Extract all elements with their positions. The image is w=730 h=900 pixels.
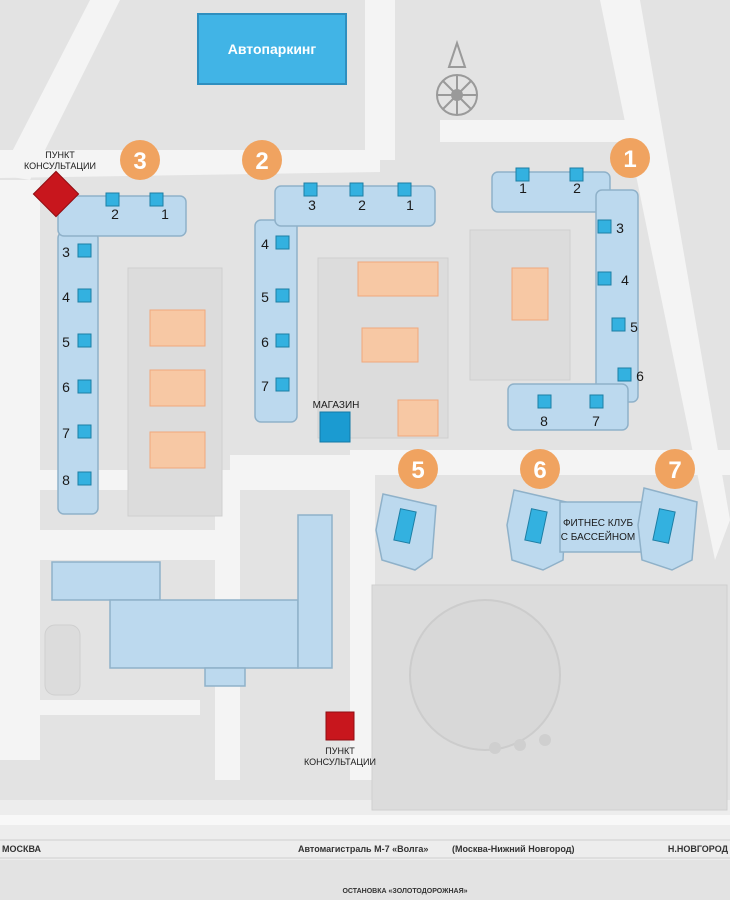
highway (0, 839, 730, 859)
section-2-entrance-label: 7 (261, 378, 269, 394)
bus-stop-label: ОСТАНОВКА «ЗОЛОТОДОРОЖНАЯ» (342, 888, 467, 895)
consultation-point-north[interactable] (32, 170, 80, 218)
section-1-entrance-label: 7 (592, 413, 600, 429)
section-7-building[interactable] (637, 487, 698, 571)
section-3-entrance-label: 6 (62, 379, 70, 395)
lower-building[interactable] (51, 514, 333, 687)
section-marker-7[interactable]: 7 (655, 449, 695, 489)
sport-courts (149, 261, 549, 469)
section-number: 2 (255, 148, 268, 175)
section-marker-5[interactable]: 5 (398, 449, 438, 489)
section-1-entrance-label: 8 (540, 413, 548, 429)
consultation-south-line2: КОНСУЛЬТАЦИИ (304, 757, 376, 767)
section-1-entrance-label: 4 (621, 272, 629, 288)
section-3-entrance-label: 5 (62, 334, 70, 350)
fitness-club-label-line1: ФИТНЕС КЛУБ (563, 518, 634, 529)
highway-right-label: Н.НОВГОРОД (668, 844, 729, 854)
section-2-entrance-label: 2 (358, 197, 366, 213)
section-2-entrance-label: 1 (406, 197, 414, 213)
section-3-entrance-label: 4 (62, 289, 70, 305)
section-3-entrance-label: 8 (62, 472, 70, 488)
parking-building[interactable]: Автопаркинг (197, 13, 347, 85)
section-3-entrance-label: 3 (62, 244, 70, 260)
compass-rose-icon (436, 39, 478, 116)
parking-label: Автопаркинг (228, 41, 317, 57)
section-marker-3[interactable]: 3 (120, 140, 160, 180)
section-marker-6[interactable]: 6 (520, 449, 560, 489)
section-number: 5 (411, 457, 424, 484)
consultation-north-line1: ПУНКТ (45, 150, 75, 160)
section-3-entrance-label: 1 (161, 206, 169, 222)
highway-left-label: МОСКВА (2, 844, 42, 854)
section-1-entrance-label: 1 (519, 180, 527, 196)
highway-route: (Москва-Нижний Новгород) (452, 844, 574, 854)
section-3-entrances (77, 192, 164, 486)
section-1-entrance-label: 3 (616, 220, 624, 236)
store-label: МАГАЗИН (313, 400, 360, 411)
section-1-entrance-label: 5 (630, 319, 638, 335)
section-2-entrance-label: 5 (261, 289, 269, 305)
section-number: 1 (623, 146, 636, 173)
consultation-north-line2: КОНСУЛЬТАЦИИ (24, 161, 96, 171)
section-number: 7 (668, 457, 681, 484)
consultation-south-line1: ПУНКТ (325, 746, 355, 756)
highway-name: Автомагистраль М-7 «Волга» (298, 844, 428, 854)
section-number: 6 (533, 457, 546, 484)
section-1-entrance-label: 6 (636, 368, 644, 384)
section-3-entrance-label: 7 (62, 425, 70, 441)
section-2-entrances (275, 182, 412, 392)
section-1-entrances (515, 167, 632, 409)
section-2-entrance-label: 4 (261, 236, 269, 252)
section-6-building[interactable] (506, 489, 567, 571)
store-icon[interactable] (319, 411, 351, 443)
section-number: 3 (133, 148, 146, 175)
section-marker-2[interactable]: 2 (242, 140, 282, 180)
section-1-entrance-label: 2 (573, 180, 581, 196)
section-2-entrance-label: 6 (261, 334, 269, 350)
section-2-entrance-label: 3 (308, 197, 316, 213)
plaza-circle (409, 599, 561, 754)
consultation-point-south[interactable] (325, 711, 355, 741)
fitness-club-label-line2: С БАССЕЙНОМ (561, 530, 635, 543)
section-5-building[interactable] (375, 493, 437, 571)
section-3-entrance-label: 2 (111, 206, 119, 222)
section-marker-1[interactable]: 1 (610, 138, 650, 178)
